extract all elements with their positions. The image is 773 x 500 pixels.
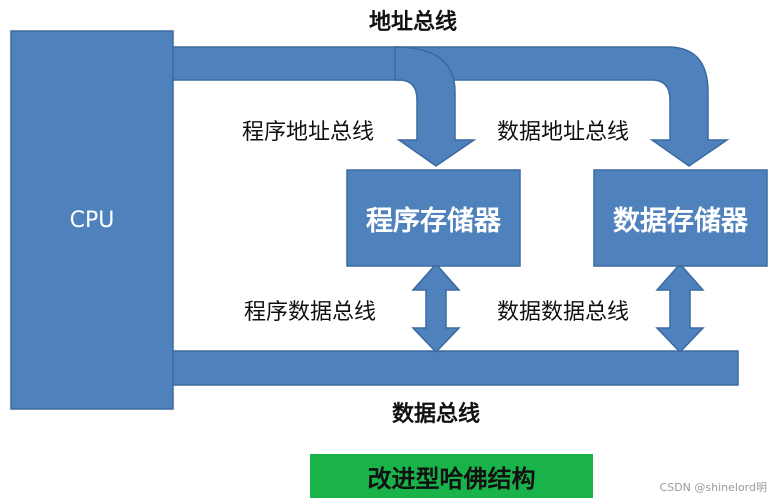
program-memory-label: 程序存储器 [366, 205, 501, 237]
address-bus-label: 地址总线 [369, 10, 458, 35]
program-address-bus-label: 程序地址总线 [242, 120, 375, 145]
data-bus-label: 数据总线 [392, 402, 481, 427]
cpu-block [10, 30, 174, 410]
data-memory-block [593, 169, 768, 267]
program-data-bus-arrow [411, 262, 461, 354]
address-bus-arrow [171, 46, 730, 167]
program-data-bus-label: 程序数据总线 [244, 300, 377, 325]
data-memory-label: 数据存储器 [613, 205, 748, 237]
cpu-label: CPU [69, 207, 115, 233]
data-data-bus-arrow [655, 262, 705, 354]
data-bus-bar [171, 350, 739, 386]
caption-banner: 改进型哈佛结构 [310, 454, 593, 498]
program-address-bus-arrow [394, 46, 477, 167]
data-address-bus-label: 数据地址总线 [497, 120, 630, 145]
watermark-text: CSDN @shinelord明 [659, 481, 767, 494]
data-data-bus-label: 数据数据总线 [497, 300, 630, 325]
program-memory-block [346, 169, 521, 267]
